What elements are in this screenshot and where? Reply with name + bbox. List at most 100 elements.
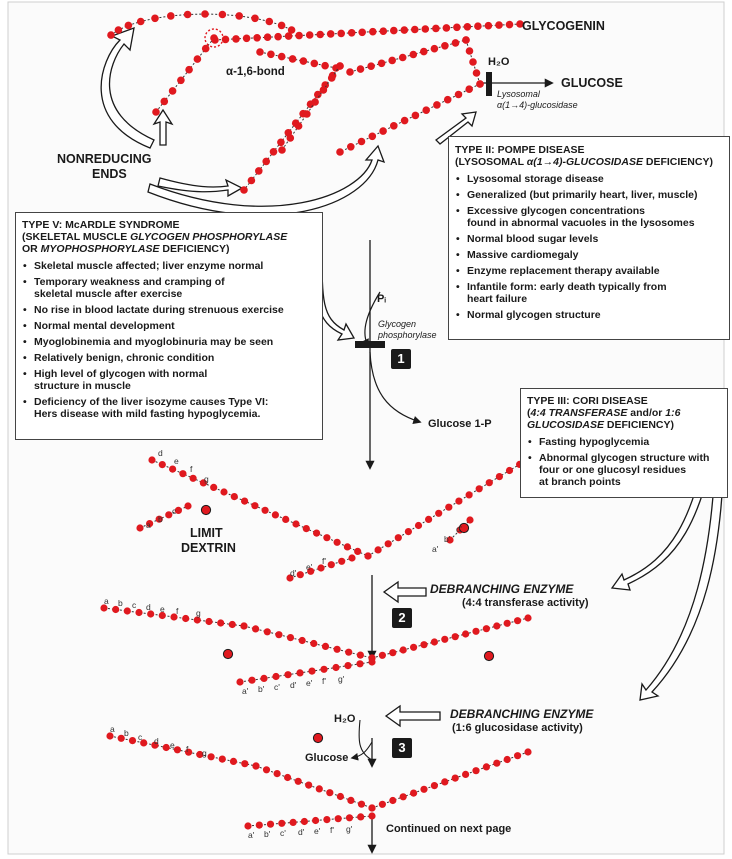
glucose-residue — [114, 26, 123, 34]
glucose-residue — [128, 737, 137, 745]
glucose-residue — [337, 29, 346, 38]
glucose-residue — [482, 625, 490, 633]
limit-dextrin-main — [148, 456, 372, 560]
glucose-residue — [174, 506, 182, 514]
glucose-residue — [201, 44, 210, 53]
residue-letter: f — [176, 606, 179, 616]
glucose-residue — [247, 176, 256, 185]
glucose-residue — [251, 14, 259, 23]
residue-letter: c — [132, 600, 137, 610]
chain-mid-branch — [256, 48, 340, 72]
glucose-residue — [254, 167, 263, 175]
residue-letter: g — [202, 748, 207, 758]
glucose-residue — [167, 12, 175, 20]
cori-title-3: GLUCOSIDASE DEFICIENCY) — [527, 419, 721, 431]
step3-lower-chain — [244, 812, 376, 830]
g1p-arrow — [369, 351, 422, 425]
glucose-residue — [278, 819, 286, 827]
glucose-residue — [273, 770, 281, 778]
glucose-residue — [430, 782, 438, 790]
glucose-residue — [277, 21, 286, 30]
residue-letter: a — [110, 724, 115, 734]
mcardle-syndrome-box: TYPE V: McARDLE SYNDROME (SKELETAL MUSCL… — [15, 212, 323, 440]
phosphorylase-label-1: Glycogen — [378, 319, 417, 329]
glucose-residue — [524, 614, 532, 622]
residue-letter: b' — [444, 534, 451, 544]
glucose-residue — [278, 146, 286, 154]
step-1-badge: 1 — [391, 349, 411, 369]
glucose-residue — [411, 25, 419, 34]
glucose-residue — [262, 766, 271, 774]
glucose-residue — [451, 774, 459, 782]
chain-inner — [278, 62, 344, 154]
glucose-residue — [345, 648, 353, 656]
glucose-residue — [196, 750, 204, 759]
glucose-residue — [420, 785, 428, 793]
residue-letter: f — [186, 744, 189, 754]
step2-lower-chain — [236, 658, 376, 686]
mcardle-item: Skeletal muscle affected; liver enzyme n… — [22, 260, 316, 272]
glucose-residue — [379, 127, 387, 135]
alpha-bond-label: α-1,6-bond — [226, 66, 285, 78]
residue-letter: c' — [274, 682, 280, 692]
pompe-item: Normal blood sugar levels — [455, 233, 723, 245]
glucose-residue — [162, 743, 170, 752]
glucose-residue — [379, 27, 388, 35]
glucose-residue — [441, 778, 449, 786]
glucose-residue — [420, 641, 428, 649]
glucose-residue — [346, 68, 354, 76]
glucose-residue — [404, 528, 412, 536]
glucose-top-label: GLUCOSE — [561, 76, 623, 90]
glucose-residue — [462, 630, 470, 638]
glucose-residue — [441, 42, 449, 50]
glucose-residue — [451, 39, 460, 47]
chain-top-arc — [107, 10, 296, 39]
glucose-residue — [277, 52, 286, 61]
glucose-residue — [425, 515, 433, 524]
glucose-residue — [146, 520, 154, 528]
cori-disease-box: TYPE III: CORI DISEASE (4:4 TRANSFERASE … — [520, 388, 728, 498]
residue-letter: f' — [322, 556, 326, 566]
glucose-residue — [300, 817, 308, 826]
chain-link — [371, 617, 529, 659]
pompe-title-1: TYPE II: POMPE DISEASE — [455, 144, 585, 156]
glucose-residue — [482, 763, 490, 771]
glucose-residue — [368, 804, 376, 812]
debranching-title-2: DEBRANCHING ENZYME — [450, 707, 594, 721]
mcardle-title-2b: GLYCOGEN PHOSPHORYLASE — [130, 231, 288, 243]
water-label-top: H₂O — [488, 56, 510, 68]
alpha-bond-highlight — [204, 28, 224, 48]
pompe-list: Lysosomal storage disease Generalized (b… — [455, 173, 723, 321]
glucose-residue — [389, 796, 397, 805]
glucose-residue — [251, 502, 259, 510]
cori-title-2c: and/or — [627, 407, 666, 419]
phosphorylase-block — [355, 341, 385, 348]
free-glucose-label: Glucose — [305, 752, 349, 764]
glucose-residue — [135, 608, 143, 617]
glucose-residue — [455, 497, 463, 505]
glucose-residue — [151, 14, 159, 23]
glucose-residue — [336, 792, 344, 801]
residue-letter: e' — [314, 826, 321, 836]
glucose-residue — [368, 658, 376, 666]
glucose-residue — [295, 31, 303, 40]
glucose-residue — [315, 785, 323, 793]
limit-dextrin-label-1: LIMIT — [190, 526, 223, 540]
glucose-residue — [411, 111, 420, 120]
glucose-residue — [388, 56, 397, 65]
cori-item: Fasting hypoglycemia — [527, 436, 721, 448]
pompe-title-2c: DEFICIENCY) — [642, 156, 713, 168]
pompe-title-2b: α(1→4)-GLUCOSIDASE — [526, 156, 643, 168]
pompe-item: Normal glycogen structure — [455, 309, 723, 321]
branch-point-glucose — [222, 648, 234, 660]
pompe-item: Infantile form: early death typically fr… — [455, 281, 723, 305]
branch-point-glucose — [483, 650, 495, 662]
branch-point-glucose — [458, 522, 470, 534]
glucose-residue — [189, 474, 197, 482]
water-label-step3: H₂O — [334, 713, 356, 725]
glucose-residue — [394, 534, 402, 542]
glucose-residue — [336, 148, 344, 156]
residue-letter: g' — [346, 824, 353, 834]
chain-lower-right — [336, 80, 484, 156]
